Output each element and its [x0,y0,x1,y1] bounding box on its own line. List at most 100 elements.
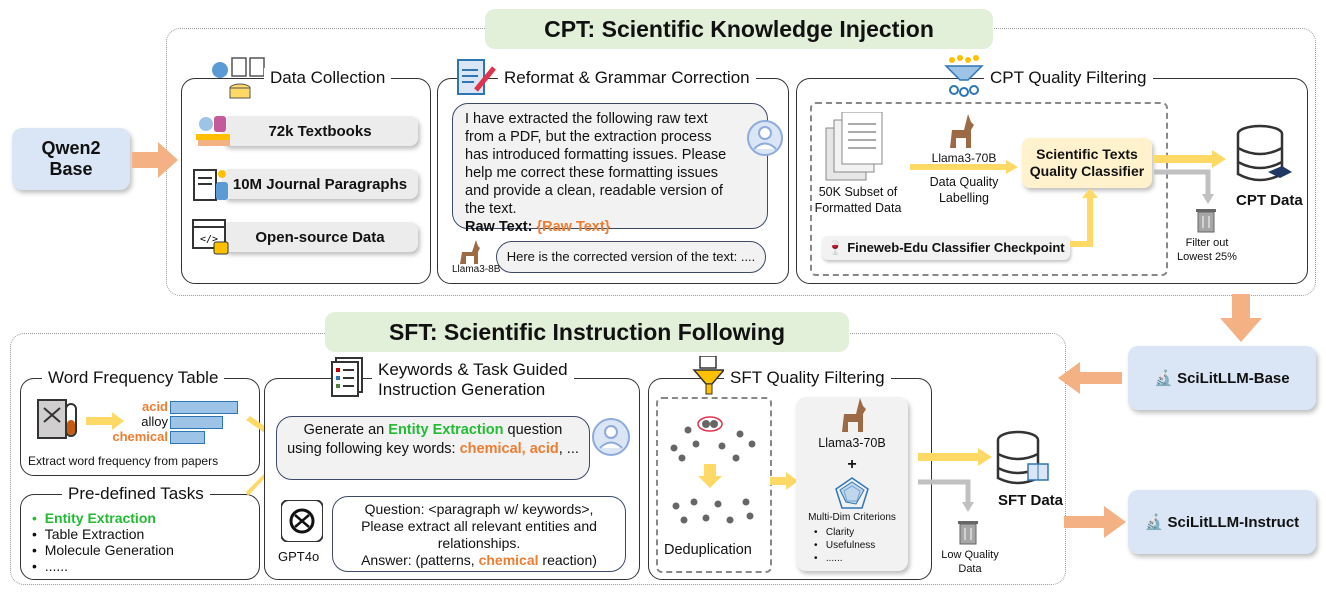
opensource-icon: </> [192,219,229,255]
cpt-data-label: CPT Data [1236,192,1303,209]
criterion-usefulness: • Usefulness [814,540,876,551]
cpt-database-icon [1236,124,1292,182]
microscope-icon: 🔬 [1154,370,1174,387]
tasks-panel [20,494,260,580]
sft-data-label: SFT Data [998,492,1064,509]
cpt-section-title: CPT: Scientific Knowledge Injection [485,9,993,49]
word-alloy: alloy [141,414,168,429]
reformat-prompt-text: I have extracted the following raw text … [465,110,735,236]
scilitllm-instruct-label: SciLitLLM-Instruct [1167,513,1300,531]
llama-icon [460,240,480,264]
generation-title: Keywords & Task Guided Instruction Gener… [372,360,574,400]
opensource-label: Open-source Data [255,228,385,246]
criteria-title: Multi-Dim Criterions [808,512,896,523]
tasks-list: • Entity Extraction • Table Extraction •… [32,510,174,574]
cpt-quality-title: CPT Quality Filtering [984,68,1153,88]
generation-question-bubble: Generate an Entity Extraction question u… [276,416,590,480]
word-freq-arrow [86,412,124,430]
cpt-inner-dashed-box [810,102,1168,276]
journal-label: 10M Journal Paragraphs [232,175,408,193]
data-collection-title: Data Collection [264,68,392,88]
radar-chart-icon [835,477,869,509]
funnel-icon-2 [692,356,726,395]
filter-out-arrow [1154,169,1214,204]
trash-icon-2 [958,521,978,545]
quality-classifier-box: Scientific Texts Quality Classifier [1022,138,1152,188]
qwen-to-collection-arrow [132,142,178,178]
scilitllm-base-box: 🔬 SciLitLLM-Base [1128,346,1316,410]
qwen2-base-box: Qwen2 Base [12,128,130,190]
llama3-8b-label: Llama3-8B [452,264,501,275]
sft-quality-title: SFT Quality Filtering [724,368,891,388]
word-chemical: chemical [112,429,168,444]
llama-70b-icon [950,114,974,148]
user-avatar-icon [747,120,783,156]
subset-label: 50K Subset of Formatted Data [814,185,902,215]
checkpoint-to-classifier-arrow [1070,188,1098,247]
tasks-title: Pre-defined Tasks [62,484,210,504]
low-quality-arrow [918,479,974,512]
task-entity-extraction: • Entity Extraction [32,510,156,526]
journal-icon [193,169,228,201]
user-avatar-icon-2 [592,418,630,456]
data-collection-icon [212,57,265,99]
task-more: • ...... [32,558,69,574]
criterion-clarity: • Clarity [814,527,855,538]
cpt-to-base-arrow [1220,294,1262,342]
generation-title-line1: Keywords & Task Guided [378,360,568,379]
quality-classifier-label: Scientific Texts Quality Classifier [1029,146,1145,179]
labelling-arrow [910,160,1018,174]
sft-to-instruct-arrow [1064,506,1126,538]
judge-plus: + [847,456,857,473]
labelling-label: Data Quality Labelling [929,175,999,205]
gpt4o-label: GPT4o [278,549,320,564]
criterion-more: • ...... [814,553,843,564]
wine-icon: 🍷 [827,240,844,255]
reformat-prompt: I have extracted the following raw text … [465,111,727,217]
checkpoint-label: Fineweb-Edu Classifier Checkpoint [847,240,1065,255]
trash-icon [1196,209,1216,233]
filter-out-label: Filter out Lowest 25% [1177,237,1237,263]
generation-title-line2: Instruction Generation [378,380,546,399]
classifier-to-cptdata-arrow [1154,150,1226,168]
word-freq-title: Word Frequency Table [42,368,225,388]
base-to-sft-arrow [1058,362,1122,394]
reformat-reply: Here is the corrected version of the tex… [506,249,756,264]
judge-label: Llama3-70B [818,436,886,450]
criteria-list: • Clarity • Usefulness • ...... [814,526,875,565]
llama3-70b-label: Llama3-70B [931,151,997,165]
journal-item: 10M Journal Paragraphs [222,169,418,199]
checklist-icon [331,357,363,397]
textbooks-label: 72k Textbooks [268,122,372,140]
reformat-icon [457,59,496,95]
scilitllm-base-label: SciLitLLM-Base [1177,369,1290,387]
opensource-item: Open-source Data [222,222,418,252]
generation-answer: Question: <paragraph w/ keywords>, Pleas… [361,501,597,568]
sft-section-title: SFT: Scientific Instruction Following [325,312,849,352]
paper-test-tube-icon [37,399,77,439]
word-freq-bar [170,401,238,414]
document-stack-icon [825,112,883,181]
funnel-icon [944,55,984,97]
sft-database-icon [996,430,1049,485]
generation-question: Generate an Entity Extraction question u… [287,422,579,457]
low-quality-label: Low Quality Data [941,549,999,575]
gpt4o-icon [281,500,323,542]
raw-text-label: Raw Text: [465,219,533,235]
dedup-to-judge-arrow [770,472,798,490]
reformat-reply-bubble: Here is the corrected version of the tex… [496,241,766,273]
word-freq-bar [170,416,223,429]
judge-to-sftdata-arrow [918,448,992,466]
textbooks-icon [196,116,230,146]
reformat-title: Reformat & Grammar Correction [498,68,756,88]
svg-text:</>: </> [200,234,218,245]
scilitllm-instruct-box: 🔬 SciLitLLM-Instruct [1128,490,1316,554]
word-acid: acid [141,399,168,414]
task-table-extraction: • Table Extraction [32,526,145,542]
qwen2-base-label: Qwen2 Base [41,138,101,179]
word-freq-bar [170,431,205,444]
dedup-dots-graphic [670,416,756,524]
raw-text-value: {Raw Text} [536,219,611,235]
reformat-prompt-bubble: I have extracted the following raw text … [452,103,768,235]
microscope-icon-2: 🔬 [1144,514,1164,531]
